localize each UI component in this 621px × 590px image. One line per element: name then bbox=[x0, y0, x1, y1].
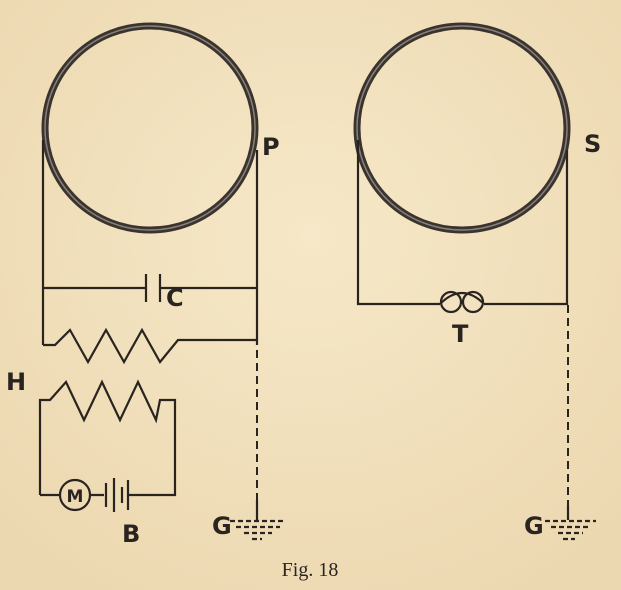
capacitor-label: C bbox=[166, 284, 184, 312]
ground-symbol-primary bbox=[230, 500, 286, 541]
motor: M bbox=[58, 478, 92, 512]
motor-label: M bbox=[67, 487, 84, 507]
secondary-circuit bbox=[356, 140, 569, 306]
heater-secondary-circuit bbox=[38, 379, 177, 497]
battery bbox=[104, 478, 130, 512]
battery-label: B bbox=[122, 520, 140, 548]
telephone bbox=[439, 290, 485, 314]
secondary-coil bbox=[353, 22, 571, 234]
primary-label: P bbox=[262, 133, 280, 161]
heater-primary-resistor bbox=[43, 327, 257, 365]
ground-label-secondary: G bbox=[524, 512, 544, 540]
ground-symbol-secondary bbox=[545, 505, 596, 541]
figure-caption: Fig. 18 bbox=[282, 559, 339, 581]
heater-label: H bbox=[6, 368, 26, 396]
primary-coil bbox=[41, 22, 259, 234]
telephone-label: T bbox=[452, 320, 469, 348]
ground-label-primary: G bbox=[212, 512, 232, 540]
capacitor bbox=[43, 274, 257, 302]
secondary-label: S bbox=[584, 130, 601, 158]
